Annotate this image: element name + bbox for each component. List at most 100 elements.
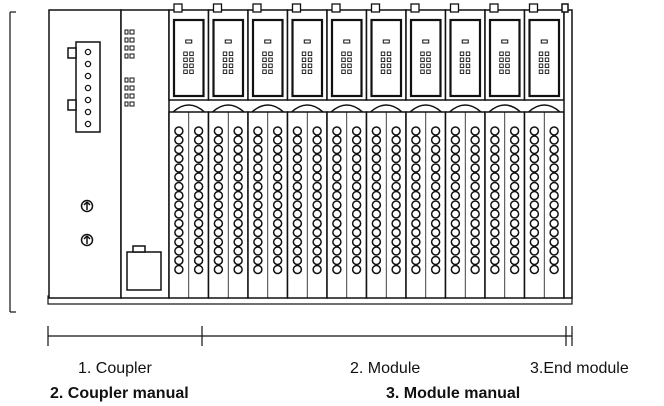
terminal-release xyxy=(529,255,540,266)
module-latch xyxy=(488,104,521,113)
led-indicator xyxy=(124,93,129,99)
terminal-clamp xyxy=(549,246,559,256)
connector-pin xyxy=(84,72,92,80)
terminal-clamp xyxy=(529,153,540,164)
terminal-release xyxy=(351,218,362,229)
module-indicator xyxy=(303,39,311,44)
terminal-clamp xyxy=(529,246,540,256)
module-led xyxy=(301,57,307,62)
module-led xyxy=(262,51,267,56)
terminal-release xyxy=(490,200,500,210)
terminal-clamp xyxy=(430,135,441,145)
module-led xyxy=(380,63,386,68)
terminal-clamp xyxy=(351,190,362,201)
terminal-release xyxy=(411,144,421,155)
module-window xyxy=(212,18,245,98)
terminal-release xyxy=(430,200,441,210)
terminal-release xyxy=(332,126,342,136)
module-led xyxy=(341,57,346,62)
terminal-release xyxy=(509,200,520,210)
module-led xyxy=(420,51,425,56)
module-latch xyxy=(251,104,284,113)
terminal-clamp xyxy=(193,264,204,275)
terminal-release xyxy=(391,237,401,247)
terminal-clamp xyxy=(253,190,263,201)
terminal-release xyxy=(213,144,224,155)
module-led xyxy=(189,69,194,74)
terminal-release xyxy=(529,163,540,173)
led-indicator xyxy=(129,29,135,35)
terminal-clamp xyxy=(470,209,480,219)
terminal-clamp xyxy=(371,209,382,219)
terminal-clamp xyxy=(509,264,520,275)
terminal-release xyxy=(470,255,480,266)
terminal-clamp xyxy=(430,246,441,256)
module-led xyxy=(465,51,471,56)
terminal-clamp xyxy=(450,209,461,219)
terminal-release xyxy=(509,163,520,173)
terminal-release xyxy=(509,126,520,136)
module-led xyxy=(380,57,386,62)
terminal-release xyxy=(430,126,441,136)
terminal-release xyxy=(174,237,184,247)
module-clip xyxy=(173,3,183,13)
terminal-clamp xyxy=(351,264,362,275)
terminal-release xyxy=(509,255,520,266)
module-led xyxy=(262,69,267,74)
module-clip xyxy=(489,3,499,13)
terminal-clamp xyxy=(391,153,401,164)
terminal-clamp xyxy=(332,246,342,256)
terminal-clamp xyxy=(470,227,480,238)
module-manual-link[interactable]: 3. Module manual xyxy=(386,385,521,402)
terminal-clamp xyxy=(371,172,382,182)
terminal-release xyxy=(193,200,204,210)
terminal-release xyxy=(391,144,401,155)
module-clip xyxy=(410,3,420,13)
connector-pin xyxy=(84,96,92,104)
terminal-clamp xyxy=(411,209,421,219)
terminal-release xyxy=(411,200,421,210)
terminal-release xyxy=(490,255,500,266)
terminal-release xyxy=(174,218,184,229)
module-led xyxy=(505,57,510,62)
terminal-clamp xyxy=(549,190,559,201)
terminal-release xyxy=(549,181,559,192)
terminal-release xyxy=(450,200,461,210)
terminal-clamp xyxy=(351,246,362,256)
module-led xyxy=(301,63,307,68)
terminal-release xyxy=(549,126,559,136)
terminal-release xyxy=(450,237,461,247)
terminal-release xyxy=(233,200,243,210)
terminal-release xyxy=(411,126,421,136)
module-led xyxy=(307,69,313,74)
terminal-clamp xyxy=(411,227,421,238)
module-window xyxy=(330,18,363,98)
coupler-manual-link[interactable]: 2. Coupler manual xyxy=(50,385,189,402)
io-module xyxy=(207,3,249,299)
terminal-clamp xyxy=(233,135,243,145)
module-led xyxy=(380,51,386,56)
terminal-clamp xyxy=(391,227,401,238)
terminal-clamp xyxy=(351,209,362,219)
module-led xyxy=(538,63,544,68)
connector-pin xyxy=(84,60,92,68)
terminal-release xyxy=(312,144,322,155)
terminal-clamp xyxy=(312,135,322,145)
terminal-clamp xyxy=(529,264,540,275)
terminal-clamp xyxy=(272,190,283,201)
terminal-release xyxy=(490,144,500,155)
io-module xyxy=(405,3,447,299)
io-module xyxy=(484,3,526,299)
terminal-release xyxy=(391,163,401,173)
terminal-release xyxy=(371,126,382,136)
terminal-clamp xyxy=(391,209,401,219)
terminal-release xyxy=(253,126,263,136)
terminal-release xyxy=(450,163,461,173)
terminal-release xyxy=(174,126,184,136)
terminal-clamp xyxy=(450,135,461,145)
terminal-release xyxy=(549,200,559,210)
terminal-clamp xyxy=(332,190,342,201)
end-module xyxy=(561,3,573,299)
module-clip xyxy=(370,3,381,13)
module-latch xyxy=(330,104,363,113)
